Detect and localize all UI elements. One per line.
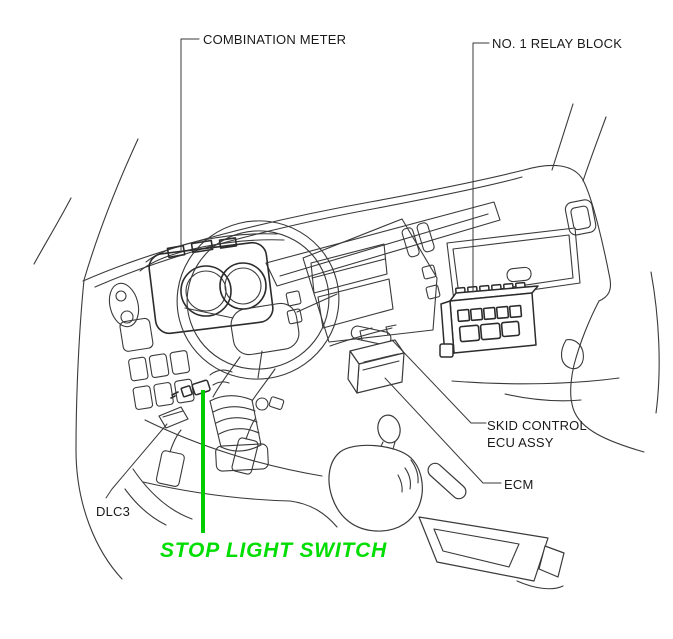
skid-control-ecu-part (347, 324, 405, 394)
right-a-pillar (551, 103, 660, 414)
switch-panel (119, 317, 195, 410)
label-relay-block: NO. 1 RELAY BLOCK (492, 36, 622, 51)
center-console (142, 481, 565, 590)
left-a-pillar (33, 138, 139, 281)
relay-block-leader (472, 42, 490, 293)
dlc3-leader (105, 423, 168, 499)
label-ecm: ECM (504, 477, 534, 492)
steering-column (209, 356, 276, 472)
dashboard-outline (75, 164, 645, 580)
label-skid-control-line1: SKID CONTROL (487, 418, 587, 433)
ecm-leader (384, 377, 502, 484)
label-combination-meter: COMBINATION METER (203, 32, 346, 47)
steering-wheel (176, 220, 392, 411)
gear-shifter (328, 414, 423, 532)
label-stop-light-switch-highlight: STOP LIGHT SWITCH (160, 539, 387, 562)
combination-meter-leader (180, 38, 200, 251)
dlc3-connector (158, 406, 189, 429)
glove-box (446, 199, 597, 302)
label-dlc3: DLC3 (96, 504, 130, 519)
skid-control-leader (391, 339, 487, 424)
center-stack (285, 218, 441, 343)
transfer-lever (427, 462, 467, 500)
pedals (124, 418, 259, 526)
label-skid-control-line2: ECU ASSY (487, 435, 554, 450)
instrument-cluster (108, 233, 285, 335)
relay-block-part (439, 281, 539, 358)
stop-light-switch-part (170, 369, 233, 399)
